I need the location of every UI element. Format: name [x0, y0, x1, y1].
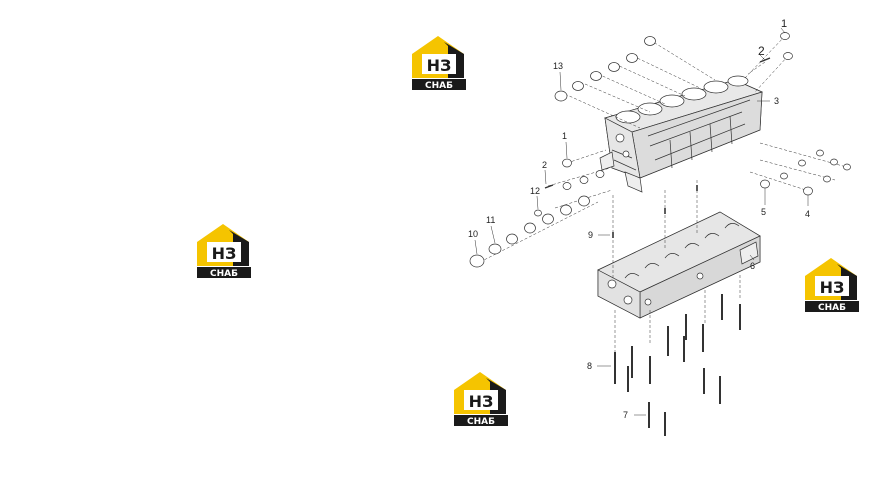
- logo-caption: СНАБ: [425, 81, 453, 91]
- nz-snab-logo-icon: НЗ СНАБ: [805, 258, 859, 313]
- callout-6: 6: [750, 261, 755, 271]
- callout-1-left: 1: [562, 131, 567, 141]
- logo-letters: НЗ: [212, 244, 237, 263]
- callout-2-top: 2: [758, 44, 765, 58]
- dowel-pins: [612, 185, 698, 238]
- logo-caption: СНАБ: [210, 269, 238, 279]
- callout-7: 7: [623, 410, 628, 420]
- main-bearing-bolts: [614, 294, 741, 436]
- logo-letters: НЗ: [820, 278, 845, 297]
- callout-8: 8: [587, 361, 592, 371]
- watermark-logo-top: НЗ СНАБ: [408, 32, 470, 92]
- engine-block-upper: [599, 75, 763, 193]
- callout-13: 13: [553, 61, 563, 71]
- callout-3: 3: [774, 96, 779, 106]
- watermark-logo-right: НЗ СНАБ: [801, 254, 863, 314]
- nz-snab-logo-icon: НЗ СНАБ: [197, 224, 251, 279]
- logo-caption: СНАБ: [467, 417, 495, 427]
- bearing-row: [469, 195, 590, 268]
- plug-row-right: [760, 149, 851, 196]
- callout-11: 11: [486, 215, 495, 225]
- callout-10: 10: [468, 229, 478, 239]
- logo-caption: СНАБ: [818, 303, 846, 313]
- callout-5: 5: [761, 207, 766, 217]
- callout-2-left: 2: [542, 160, 547, 170]
- watermark-logo-left: НЗ СНАБ: [193, 220, 255, 280]
- callout-12: 12: [530, 186, 540, 196]
- callout-1-top: 1: [781, 18, 787, 30]
- plug-row-left: [534, 158, 605, 217]
- callout-labels: 1 2 3 4 5 6 7 8 9 10 11 12 13 1 2: [468, 18, 810, 420]
- crankcase-lower: [597, 211, 761, 319]
- nz-snab-logo-icon: НЗ СНАБ: [454, 372, 508, 427]
- callout-4: 4: [805, 209, 810, 219]
- logo-letters: НЗ: [427, 56, 452, 75]
- callout-9: 9: [588, 230, 593, 240]
- logo-letters: НЗ: [469, 392, 494, 411]
- watermark-logo-bottom: НЗ СНАБ: [450, 368, 512, 428]
- plug-row-top: [554, 32, 793, 102]
- callout-leaders: [474, 27, 809, 416]
- nz-snab-logo-icon: НЗ СНАБ: [412, 36, 466, 91]
